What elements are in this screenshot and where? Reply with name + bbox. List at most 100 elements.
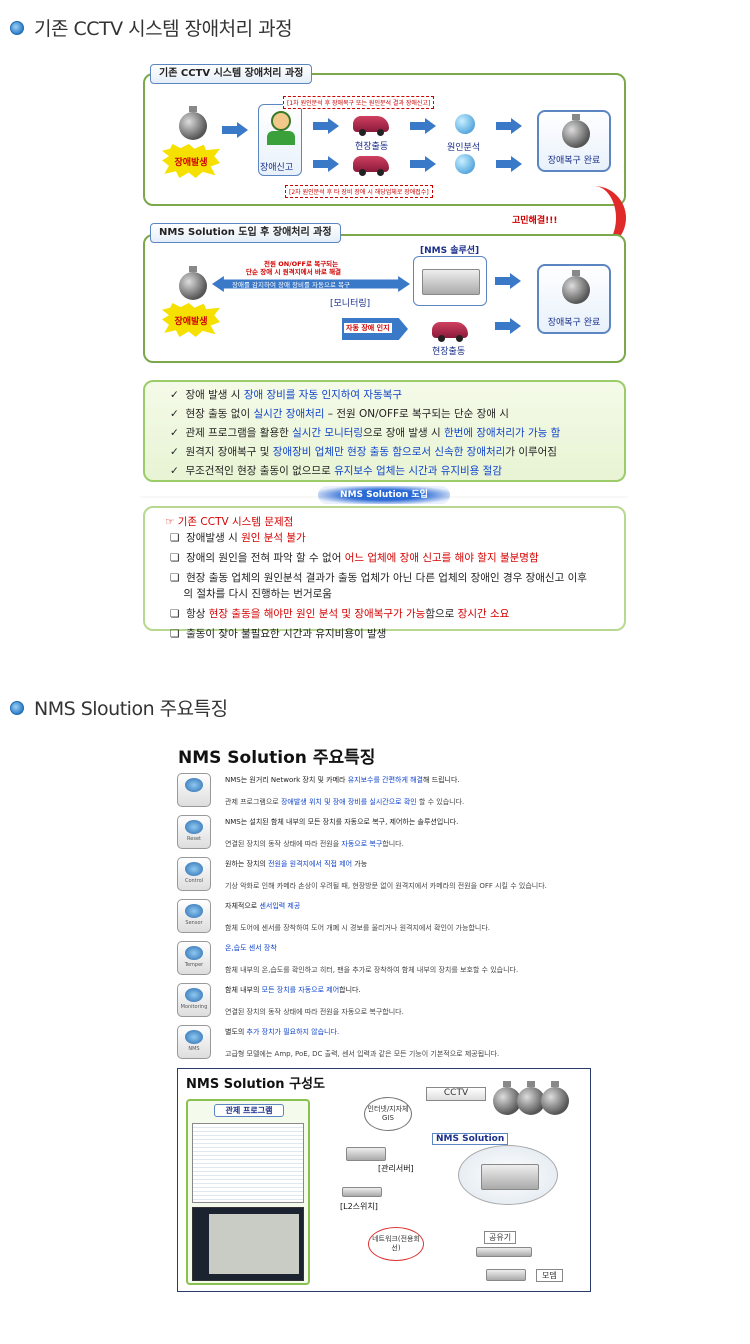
arrow-icon	[496, 118, 522, 134]
feature-line-1: 함체 내부의 모든 장치를 자동으로 제어합니다.	[225, 986, 361, 994]
nms-device-icon	[481, 1164, 539, 1190]
modem-icon	[486, 1269, 526, 1281]
note-1: [1차 원인분석 후 장애복구 또는 원인분석 결과 장애신고]	[283, 96, 435, 109]
complaint-label: 고민해결!!!	[512, 216, 558, 226]
globe-icon	[455, 114, 475, 134]
restore-box: 장애복구 완료	[537, 110, 611, 172]
arrow-icon	[313, 156, 339, 172]
control-icon: Control	[177, 857, 211, 891]
section-title-text: 기존 CCTV 시스템 장애처리 과정	[34, 18, 293, 40]
nms-solution-label: [NMS 솔루션]	[420, 246, 480, 256]
config-title: NMS Solution 구성도	[186, 1077, 325, 1092]
problems-list: ❏ 장애발생 시 원인 분석 불가 ❏ 장애의 원인을 전혀 파악 할 수 없어…	[170, 530, 610, 642]
reset-icon: Reset	[177, 815, 211, 849]
feature-line-2: 함체 내부의 온,습도를 확인하고 히터, 팬을 추가로 장착하여 함체 내부의…	[225, 966, 519, 974]
feature-line-2: 고급형 모델에는 Amp, PoE, DC 출력, 센서 입력과 같은 모든 기…	[225, 1050, 500, 1058]
car-icon	[353, 116, 389, 136]
dispatch-label: 현장출동	[355, 142, 389, 152]
feature-line-1: 원하는 장치의 전원을 원격지에서 직접 제어 가능	[225, 860, 368, 868]
features-title: NMS Solution 주요특징	[178, 748, 376, 768]
remote-text-2: 단순 장애 시 원격지에서 바로 해결	[246, 268, 342, 276]
feature-line-2: 기상 악화로 인해 카메라 손상이 우려될 때, 현장방문 없이 원격지에서 카…	[225, 882, 547, 890]
nms-panel-title: NMS Solution 도입 후 장애처리 과정	[150, 223, 341, 243]
arrow-icon	[496, 156, 522, 172]
map-view	[209, 1214, 299, 1274]
banner: NMS Solution 도입	[318, 486, 450, 504]
report-box	[258, 104, 302, 176]
camera-icon	[176, 106, 210, 146]
problems-title: ☞ 기존 CCTV 시스템 문제점	[165, 516, 294, 528]
feature-icon-label: Temper	[184, 962, 204, 968]
globe-icon	[455, 154, 475, 174]
benefit-item: ✓ 원격지 장애복구 및 장애장비 업체만 현장 출동 함으로서 신속한 장애처…	[170, 446, 557, 458]
arrow-icon	[495, 273, 521, 289]
feature-line-2: 연결된 장치의 동작 상태에 따라 전원을 자동으로 복구합니다.	[225, 840, 404, 848]
feature-line-1: 자체적으로 센서입력 제공	[225, 902, 301, 910]
internet-label: 인터넷/지자체GIS	[367, 1105, 409, 1122]
problem-item: ❏ 현장 출동 업체의 원인분석 결과가 출동 업체가 아닌 다른 업체의 장애…	[170, 572, 587, 600]
feature-line-1: 별도의 추가 장치가 필요하지 않습니다.	[225, 1028, 340, 1036]
nms-device-icon	[422, 269, 480, 295]
arrow-icon	[222, 122, 248, 138]
hub-label: 공유기	[484, 1231, 517, 1244]
feature-icon-label: Reset	[187, 836, 201, 842]
camera-icon	[538, 1081, 572, 1121]
nms-oval	[458, 1145, 558, 1205]
auto-detect-label: 자동 장애 인지	[344, 323, 392, 333]
bullet-icon	[10, 20, 24, 35]
feature-icon-label: Monitoring	[180, 1004, 208, 1010]
program-screenshot-1	[192, 1123, 304, 1203]
feature-line-1: NMS는 원거리 Network 장치 및 카메라 유지보수를 간편하게 해결해…	[225, 776, 460, 784]
detect-text: 장애를 감지하여 장애 장비를 자동으로 복구	[232, 281, 350, 289]
camera-icon	[176, 266, 210, 306]
benefit-item: ✓ 현장 출동 없이 실시간 장애처리 – 전원 ON/OFF로 복구되는 단순…	[170, 408, 509, 420]
red-curve-arrow	[586, 186, 626, 250]
restore-label: 장애복구 완료	[547, 156, 601, 166]
dispatch-label-2: 현장출동	[432, 347, 466, 357]
hub-icon	[476, 1247, 532, 1257]
feature-line-2: 관제 프로그램으로 장애발생 위치 및 장애 장비를 실시간으로 확인 할 수 …	[225, 798, 465, 806]
feature-icon-label: Control	[184, 878, 204, 884]
internet-cloud: 인터넷/지자체GIS	[364, 1097, 412, 1131]
car-icon	[353, 156, 389, 176]
network-cloud: 네트워크(전용회선)	[368, 1227, 424, 1261]
switch-icon	[342, 1187, 382, 1197]
nms-device-box	[413, 256, 487, 306]
person-body-icon	[267, 131, 295, 145]
server-icon	[346, 1147, 386, 1161]
car-icon	[432, 322, 468, 342]
l2-label: [L2스위치]	[340, 1202, 378, 1211]
arrow-icon	[410, 156, 436, 172]
feature-icon-label: NMS	[188, 1046, 200, 1052]
config-diagram: NMS Solution 구성도 관제 프로그램 인터넷/지자체GIS [관리서…	[177, 1068, 591, 1292]
section-title-text: NMS Sloution 주요특징	[34, 698, 228, 720]
eye-icon	[177, 773, 211, 807]
section-title-1: 기존 CCTV 시스템 장애처리 과정	[10, 14, 293, 41]
section-title-2: NMS Sloution 주요특징	[10, 694, 228, 721]
problems-box	[143, 506, 626, 631]
feature-line-1: 온,습도 센서 장착	[225, 944, 277, 952]
benefit-item: ✓ 무조건적인 현장 출동이 없으므로 유지보수 업체는 시간과 유지비용 절감	[170, 465, 502, 477]
camera-icon	[559, 114, 593, 154]
benefits-box	[143, 380, 626, 482]
feature-icon-label: Sensor	[185, 920, 203, 926]
modem-label: 모뎀	[536, 1269, 563, 1282]
cctv-label: CCTV	[426, 1087, 486, 1101]
feature-line-2: 연결된 장치의 동작 상태에 따라 전원을 자동으로 복구합니다.	[225, 1008, 404, 1016]
report-label: 장애신고	[260, 163, 294, 173]
analysis-label: 원인분석	[447, 143, 481, 153]
nms-device-icon: NMS	[177, 1025, 211, 1059]
arrow-icon	[495, 318, 521, 334]
feature-line-1: NMS는 설치된 함체 내부의 모든 장치를 자동으로 복구, 제어하는 솔루션…	[225, 818, 459, 826]
feature-line-2: 함체 도어에 센서를 장착하여 도어 개폐 시 경보를 울리거나 원격지에서 확…	[225, 924, 490, 932]
arrow-icon	[410, 118, 436, 134]
remote-text-1: 전원 ON/OFF로 복구되는	[264, 260, 339, 268]
camera-icon	[514, 1081, 548, 1121]
restore-box-2: 장애복구 완료	[537, 264, 611, 334]
double-arrow	[212, 276, 410, 292]
note-2: [2차 원인분석 후 타 장비 장애 시 해당업체로 장애접수]	[285, 185, 433, 198]
monitor-icon: Monitoring	[177, 983, 211, 1017]
restore-label-2: 장애복구 완료	[547, 318, 601, 328]
bullet-icon	[10, 700, 24, 715]
thermometer-icon: Temper	[177, 941, 211, 975]
